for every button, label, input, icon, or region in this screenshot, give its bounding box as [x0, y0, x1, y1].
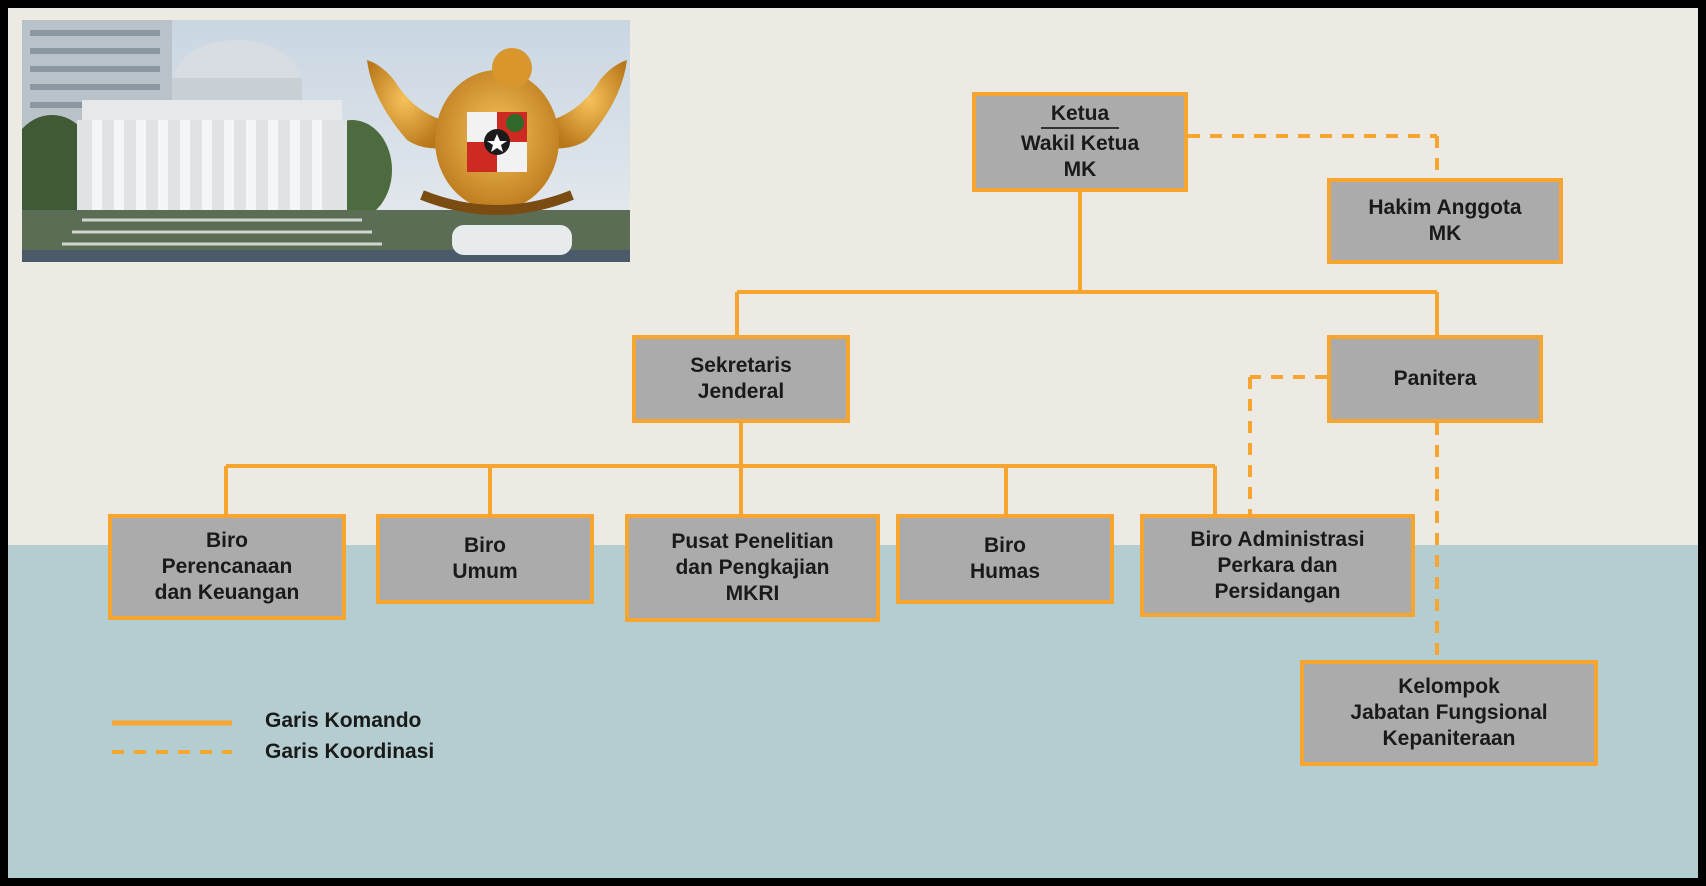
node-biro-perencanaan-line1: Biro: [206, 529, 248, 552]
node-biro-humas-line1: Biro: [984, 534, 1026, 557]
legend-garis-koordinasi: Garis Koordinasi: [265, 740, 435, 763]
node-kelompok-line3: Kepaniteraan: [1382, 727, 1516, 750]
node-hakim-anggota: Hakim Anggota MK: [1327, 178, 1563, 264]
node-pusat-penelitian: Pusat Penelitian dan Pengkajian MKRI: [625, 514, 880, 622]
garuda-emblem: [367, 48, 627, 215]
node-panitera-line1: Panitera: [1393, 367, 1477, 390]
legend-lines: [112, 720, 232, 754]
header-image: [22, 20, 630, 262]
node-biro-administrasi: Biro Administrasi Perkara dan Persidanga…: [1140, 514, 1415, 617]
node-biro-perencanaan: Biro Perencanaan dan Keuangan: [108, 514, 346, 620]
node-pusat-line1: Pusat Penelitian: [671, 530, 834, 553]
node-panitera: Panitera: [1327, 335, 1543, 423]
node-biro-umum: Biro Umum: [376, 514, 594, 604]
node-kelompok-jabatan: Kelompok Jabatan Fungsional Kepaniteraan: [1300, 660, 1598, 766]
node-biro-perencanaan-line3: dan Keuangan: [154, 581, 300, 604]
node-sekretaris-jenderal: Sekretaris Jenderal: [632, 335, 850, 423]
node-ketua: Ketua Wakil Ketua MK: [972, 92, 1188, 192]
node-pusat-line2: dan Pengkajian: [675, 556, 830, 579]
node-biro-humas: Biro Humas: [896, 514, 1114, 604]
node-biro-admin-line1: Biro Administrasi: [1190, 527, 1365, 551]
node-kelompok-line2: Jabatan Fungsional: [1350, 701, 1548, 724]
node-biro-admin-line2: Perkara dan: [1217, 553, 1338, 577]
node-biro-umum-line2: Umum: [452, 560, 518, 583]
node-hakim-line1: Hakim Anggota: [1368, 196, 1522, 219]
node-hakim-line2: MK: [1428, 222, 1462, 245]
node-sekjen-line2: Jenderal: [697, 380, 785, 403]
node-biro-perencanaan-line2: Perencanaan: [161, 555, 293, 578]
node-sekjen-line1: Sekretaris: [690, 354, 792, 377]
command-lines: [224, 192, 1439, 514]
node-ketua-line2: Wakil Ketua: [1020, 132, 1140, 155]
node-pusat-line3: MKRI: [725, 582, 780, 605]
legend-garis-komando: Garis Komando: [265, 709, 422, 732]
node-biro-humas-line2: Humas: [969, 560, 1041, 583]
node-kelompok-line1: Kelompok: [1398, 675, 1500, 698]
node-ketua-line3: MK: [1063, 158, 1097, 181]
node-biro-umum-line1: Biro: [464, 534, 506, 557]
court-building-photo: [22, 20, 630, 262]
node-biro-admin-line3: Persidangan: [1214, 579, 1341, 603]
node-ketua-title: Ketua: [1040, 101, 1120, 129]
coordination-lines: [1188, 134, 1439, 660]
